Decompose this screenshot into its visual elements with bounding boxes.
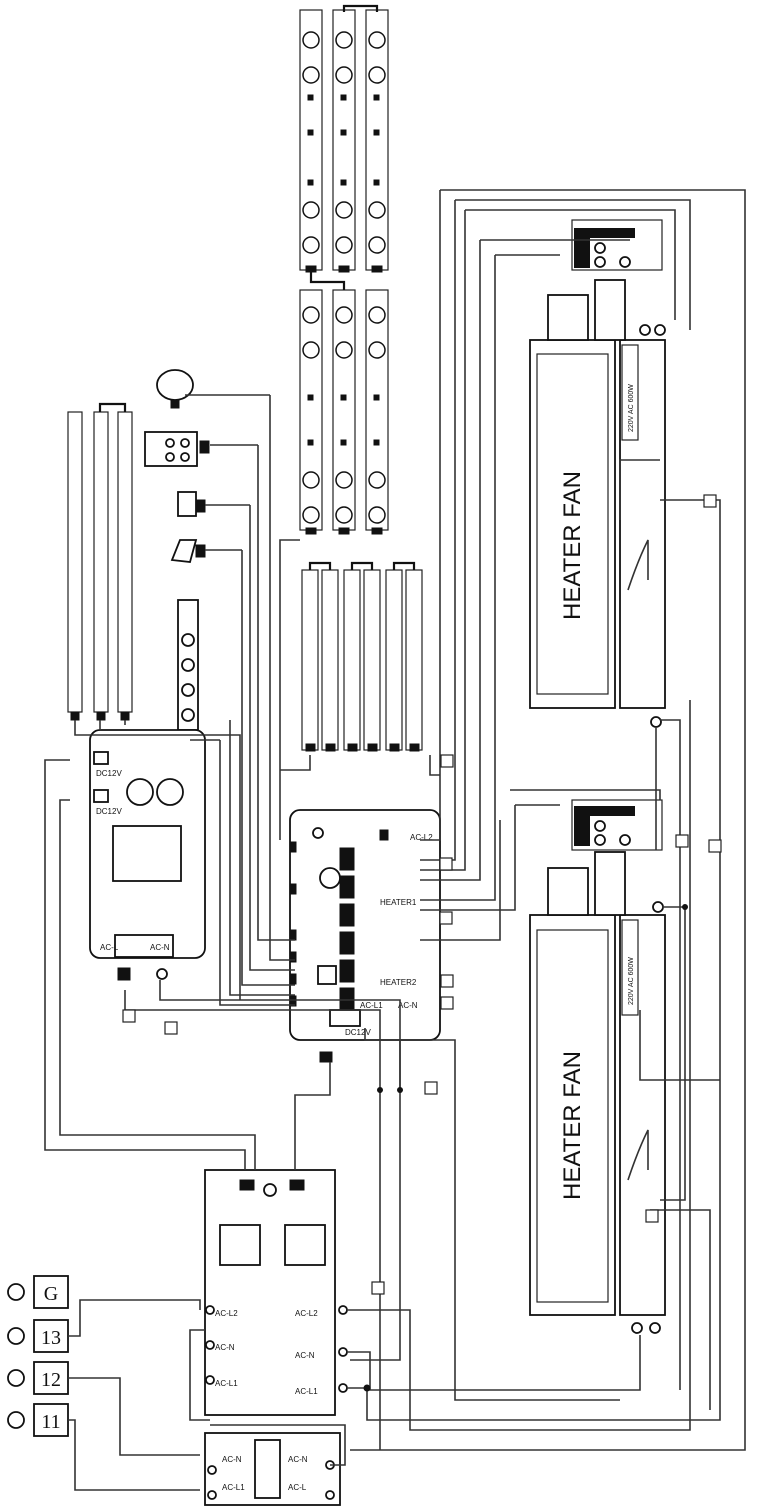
cb-heater-1: HEATER1 [380, 898, 417, 907]
ps-ac-n: AC-N [150, 943, 170, 952]
rb-out-l1: AC-L1 [295, 1387, 318, 1396]
cb-dc12v: DC12V [345, 1028, 371, 1037]
peripherals [144, 369, 210, 731]
heater-fan-1-rating: 220V AC 600W [628, 384, 635, 432]
ib-ac-n: AC-N [222, 1455, 242, 1464]
terminal-blocks: G 13 12 11 [7, 1275, 69, 1437]
ps-dc-label-1: DC12V [96, 769, 122, 778]
wire-tags [122, 494, 722, 1295]
ib-ac-l-out: AC-L [288, 1483, 307, 1492]
power-supply: AC-L AC-N DC12V DC12V [89, 729, 206, 981]
heater-fan-2-rating: 220V AC 600W [628, 957, 635, 1005]
terminal-12: 12 [41, 1369, 61, 1391]
cb-ac-l1: AC-L1 [360, 1001, 383, 1010]
wires [44, 189, 746, 1491]
ps-ac-l: AC-L [100, 943, 119, 952]
ib-ac-l1: AC-L1 [222, 1483, 245, 1492]
cb-ac-l2: AC-L2 [410, 833, 433, 842]
terminal-g: G [44, 1283, 58, 1305]
rb-out-n: AC-N [295, 1351, 315, 1360]
heater-fan-2: HEATER FAN 220V AC 600W [529, 799, 666, 1334]
cb-heater-2: HEATER2 [380, 978, 417, 987]
cb-ac-n: AC-N [398, 1001, 418, 1010]
led-strip-group-left [67, 402, 133, 721]
led-strip-group-top [299, 4, 389, 535]
rb-ac-n: AC-N [215, 1343, 235, 1352]
rb-out-l2: AC-L2 [295, 1309, 318, 1318]
rb-ac-l1: AC-L1 [215, 1379, 238, 1388]
relay-board: AC-L2 AC-N AC-L1 AC-L2 AC-N AC-L1 [204, 1169, 348, 1416]
input-board: AC-N AC-L1 AC-L AC-N [204, 1432, 341, 1506]
led-strip-group-middle [301, 561, 423, 752]
heater-fan-1-label: HEATER FAN [559, 471, 586, 620]
rb-ac-l2: AC-L2 [215, 1309, 238, 1318]
terminal-13: 13 [41, 1327, 61, 1349]
heater-fan-2-label: HEATER FAN [559, 1051, 586, 1200]
ps-dc-label-2: DC12V [96, 807, 122, 816]
ib-ac-n-out: AC-N [288, 1455, 308, 1464]
terminal-11: 11 [41, 1411, 60, 1433]
heater-fan-1: HEATER FAN 220V AC 600W [529, 219, 666, 728]
control-board: AC-L2 AC-L1 AC-N HEATER1 HEATER2 DC12V [289, 809, 441, 1063]
